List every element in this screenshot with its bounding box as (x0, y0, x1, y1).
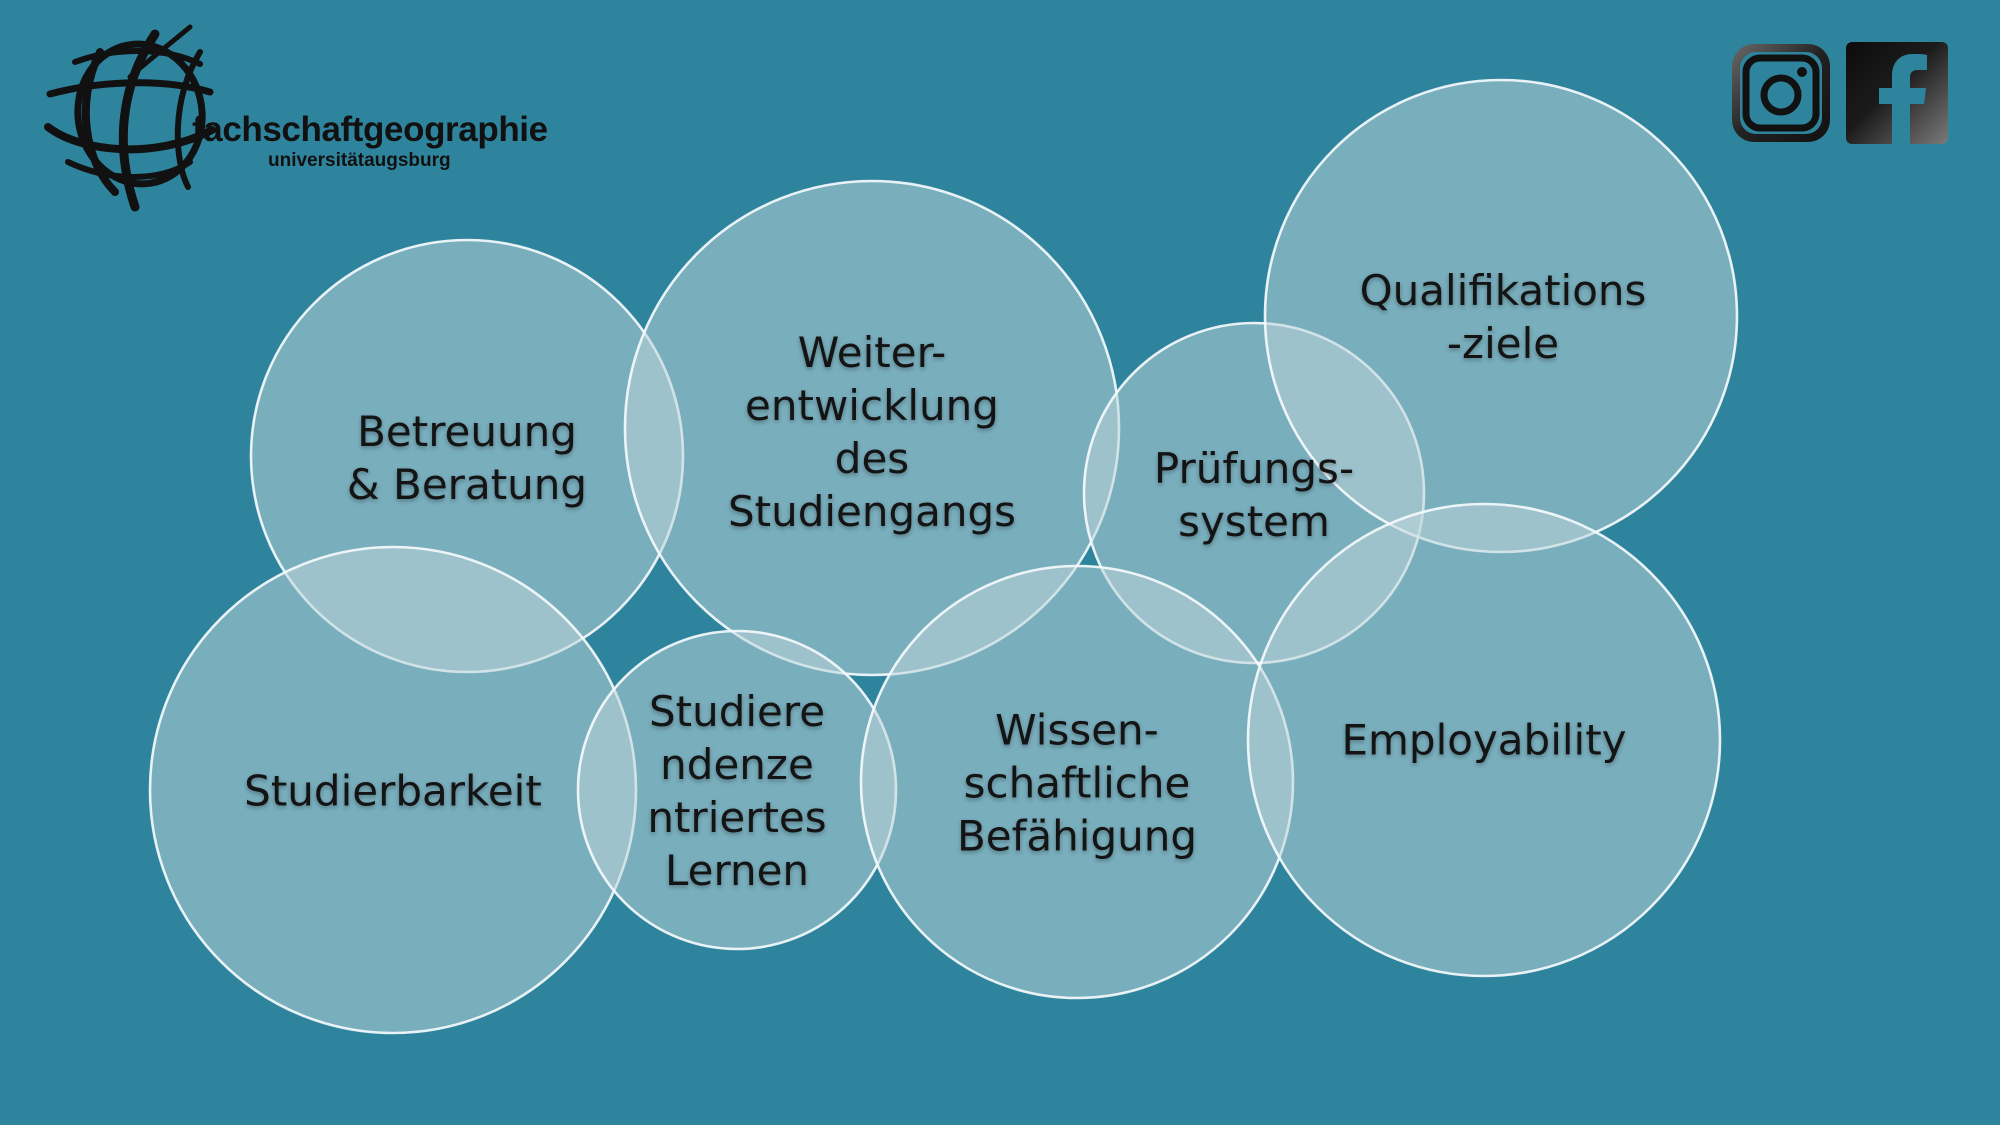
logo-subtitle: universitätaugsburg (268, 150, 451, 171)
circle-employability (1246, 502, 1722, 978)
logo: fachschaftgeographie universitätaugsburg (40, 22, 600, 212)
circle-studierendenzentriertes-lernen (576, 629, 898, 951)
globe-grid-icon (44, 24, 216, 212)
circle-wissenschaftliche-befaehigung (859, 564, 1295, 1000)
facebook-icon[interactable] (1844, 40, 1950, 146)
circle-qualifikationsziele (1263, 78, 1739, 554)
instagram-icon[interactable] (1728, 40, 1834, 146)
circle-studierbarkeit (148, 545, 638, 1035)
logo-title: fachschaftgeographie (192, 110, 548, 149)
